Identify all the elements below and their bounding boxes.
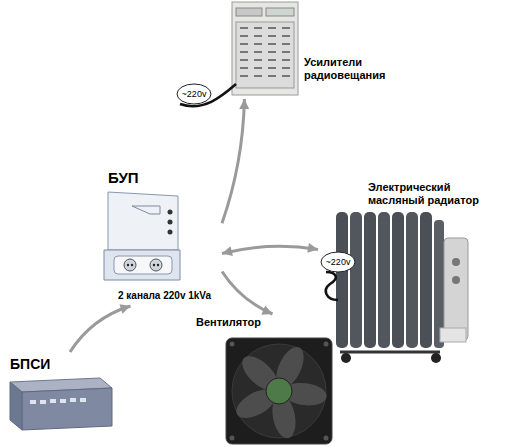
device-node: Электрический масляный радиатор xyxy=(318,178,508,366)
device-node: БПСИ xyxy=(4,352,114,432)
connector-arrow xyxy=(70,306,131,352)
device-label: БУП xyxy=(108,169,139,187)
voltage-label: ~220v xyxy=(181,89,208,99)
arrow-head-start xyxy=(222,246,233,256)
arrow-head-end xyxy=(119,304,130,314)
oil-radiator xyxy=(321,212,468,363)
device-node: Усилители радиовещания xyxy=(230,2,410,99)
bup-device xyxy=(104,192,180,280)
arrow-head-end xyxy=(239,99,249,109)
device-caption: 2 канала 220v 1kVa xyxy=(118,290,211,302)
bpsi-device xyxy=(10,378,112,430)
arrow-head-end xyxy=(307,243,318,253)
fan xyxy=(226,338,332,444)
amplifier-cabinet xyxy=(177,2,298,106)
device-label: Усилители радиовещания xyxy=(304,56,404,82)
device-node: БУП 2 канала 220v 1kVa xyxy=(100,168,222,306)
device-label: Вентилятор xyxy=(196,316,261,329)
voltage-label: ~220v xyxy=(325,257,352,267)
device-label: БПСИ xyxy=(10,356,50,373)
device-label: Электрический масляный радиатор xyxy=(368,181,494,207)
arrow-head-end xyxy=(261,305,272,314)
device-node: Вентилятор xyxy=(190,314,340,446)
connector-arrow xyxy=(222,246,318,253)
connector-arrow xyxy=(222,272,273,315)
connector-arrow xyxy=(222,99,244,223)
